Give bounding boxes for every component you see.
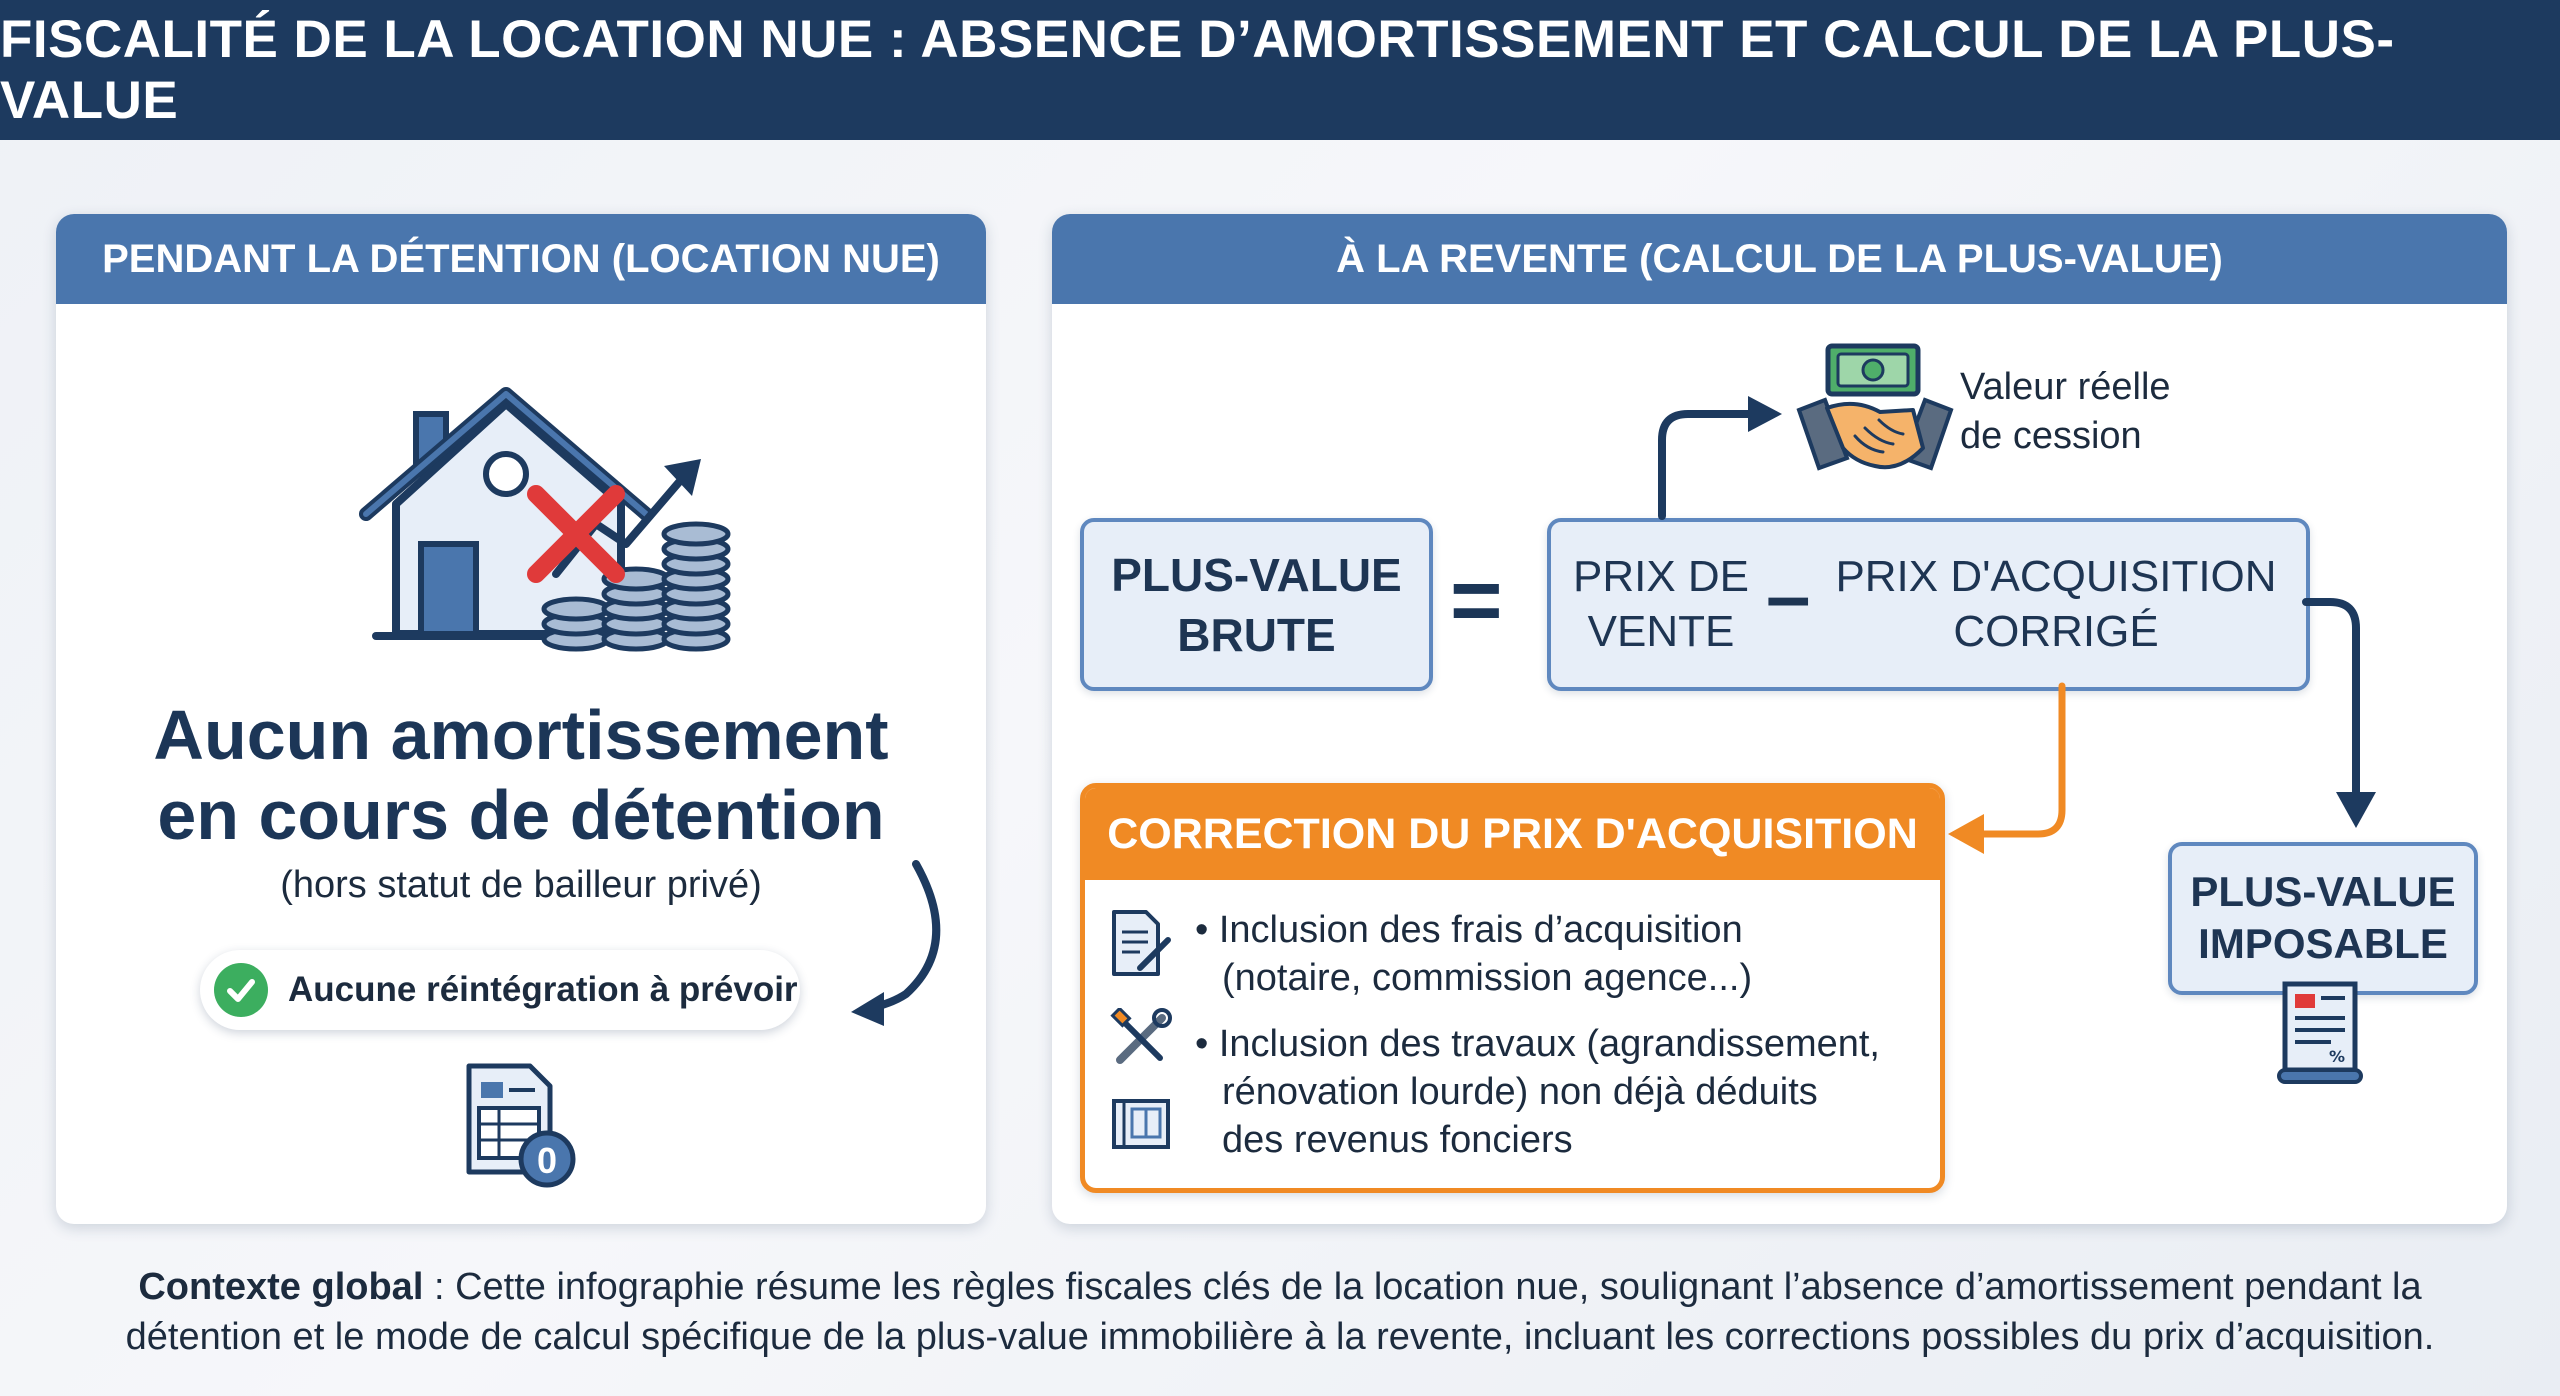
document-pen-icon [1112, 910, 1171, 976]
no-depreciation-subtitle: (hors statut de bailleur privé) [280, 864, 762, 906]
right-panel-header-text: À LA REVENTE (CALCUL DE LA PLUS-VALUE) [1336, 236, 2223, 281]
page-title-text: FISCALITÉ DE LA LOCATION NUE : ABSENCE D… [0, 10, 2395, 130]
corrected-acquisition-price-line2: CORRIGÉ [1953, 607, 2159, 656]
plus-value-brute-box: PLUS-VALUE BRUTE [1080, 518, 1433, 691]
left-panel-header: PENDANT LA DÉTENTION (LOCATION NUE) [56, 214, 986, 304]
sale-price-line2: VENTE [1587, 607, 1735, 656]
bullet-works-line1: • Inclusion des travaux (agrandissement, [1195, 1023, 1880, 1065]
no-reintegration-pill: Aucune réintégration à prévoir [200, 950, 800, 1030]
sale-price-line1: PRIX DE [1572, 552, 1750, 601]
svg-text:%: % [2329, 1047, 2345, 1066]
bullet-acquisition-fees-line2: (notaire, commission agence...) [1222, 957, 1753, 999]
curved-arrow-icon [851, 860, 941, 1026]
footer-text-line2: détention et le mode de calcul spécifiqu… [125, 1316, 2435, 1358]
corrected-acquisition-price-line1: PRIX D'ACQUISITION [1835, 552, 2277, 601]
left-panel-holding: PENDANT LA DÉTENTION (LOCATION NUE) [56, 214, 986, 1224]
acquisition-correction-box: CORRECTION DU PRIX D'ACQUISITION • Inclu… [1080, 783, 1945, 1193]
global-context-footer: Contexte global : Cette infographie résu… [40, 1262, 2520, 1362]
plus-value-brute-line2: BRUTE [1177, 609, 1336, 661]
footer-bold-label: Contexte global [138, 1266, 424, 1308]
document-zero-icon: 0 [465, 1062, 585, 1192]
footer-text-line1: : Cette infographie résume les règles fi… [423, 1266, 2422, 1308]
left-panel-header-text: PENDANT LA DÉTENTION (LOCATION NUE) [102, 236, 940, 281]
handshake-money-icon [1796, 343, 1954, 471]
blueprint-icon [1112, 1099, 1170, 1149]
no-depreciation-title-line1: Aucun amortissement [153, 696, 889, 774]
formula-box: PRIX DE VENTE – PRIX D'ACQUISITION CORRI… [1547, 518, 2310, 691]
right-panel-header: À LA REVENTE (CALCUL DE LA PLUS-VALUE) [1052, 214, 2507, 304]
tax-document-icon: % [2277, 981, 2363, 1084]
tools-icon [1110, 1008, 1172, 1064]
check-circle-icon [214, 963, 268, 1017]
red-cross-icon [527, 485, 625, 583]
plus-value-brute-line1: PLUS-VALUE [1111, 549, 1402, 601]
sale-value-label-line2: de cession [1960, 415, 2142, 457]
correction-header-text: CORRECTION DU PRIX D'ACQUISITION [1107, 809, 1918, 858]
page-title: FISCALITÉ DE LA LOCATION NUE : ABSENCE D… [0, 0, 2560, 140]
house-no-depreciation-icon [359, 387, 731, 652]
document-zero-badge: 0 [536, 1140, 558, 1181]
no-reintegration-text: Aucune réintégration à prévoir [288, 970, 798, 1009]
bullet-works-line2: rénovation lourde) non déjà déduits [1222, 1071, 1818, 1113]
no-depreciation-title-line2: en cours de détention [157, 776, 885, 854]
sale-value-label-line1: Valeur réelle [1960, 366, 2171, 408]
plus-value-imposable-line2: IMPOSABLE [2198, 920, 2448, 967]
bullet-works-line3: des revenus fonciers [1222, 1119, 1573, 1161]
correction-header: CORRECTION DU PRIX D'ACQUISITION [1085, 788, 1940, 880]
minus-sign: – [1766, 551, 1811, 640]
plus-value-imposable-line1: PLUS-VALUE [2190, 868, 2456, 915]
bullet-acquisition-fees-line1: • Inclusion des frais d’acquisition [1195, 909, 1743, 951]
equals-sign: = [1450, 551, 1503, 651]
footer-line1: Contexte global : Cette infographie résu… [40, 1262, 2520, 1312]
plus-value-imposable-box: PLUS-VALUE IMPOSABLE [2168, 842, 2478, 995]
